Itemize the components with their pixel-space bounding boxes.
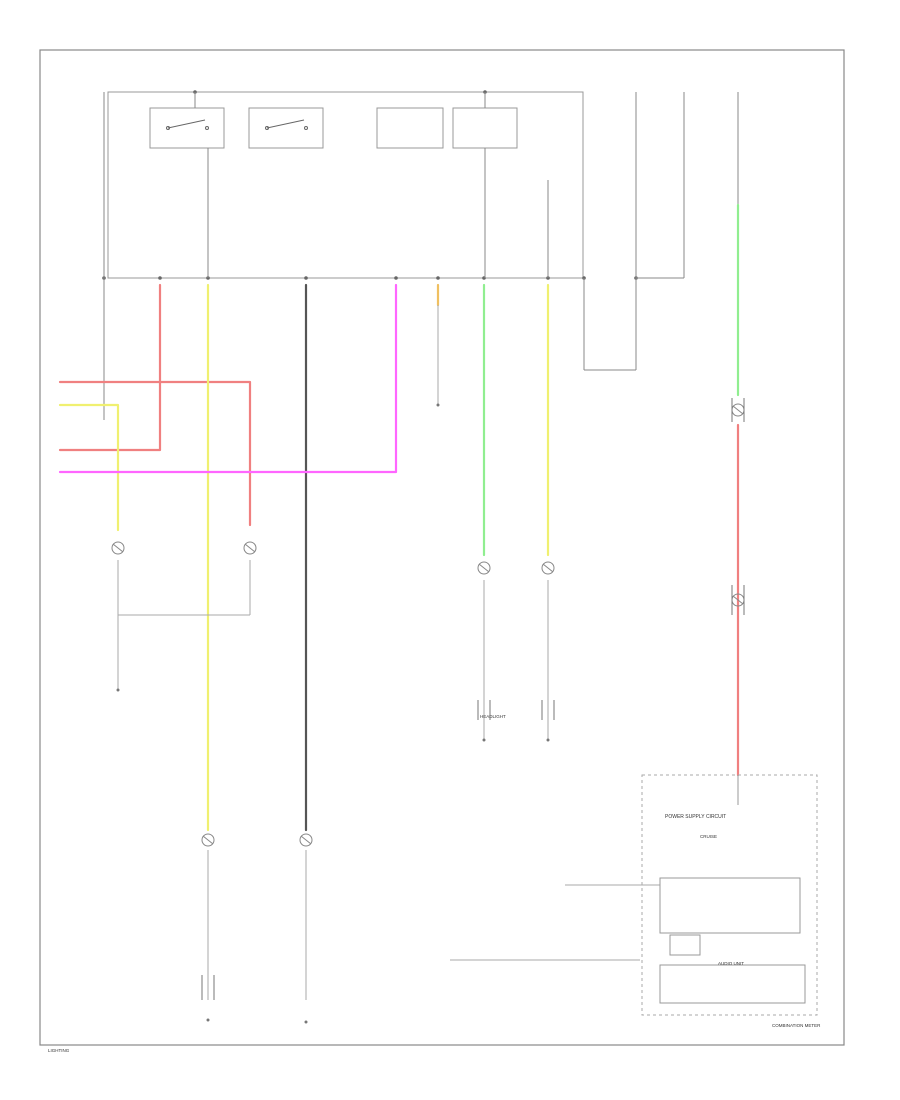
- connector-icon: [201, 975, 215, 1000]
- meter-internals: [659, 775, 806, 1004]
- footer-left-label: LIGHTING: [48, 1048, 70, 1053]
- relay-box: [376, 107, 444, 149]
- switch-icon: [166, 119, 209, 130]
- relay-box-2: [452, 107, 518, 149]
- junction-dot: [304, 276, 308, 280]
- ground-icon: [116, 688, 120, 692]
- power-supply-label: POWER SUPPLY CIRCUIT: [665, 814, 726, 820]
- junction-dot: [158, 276, 162, 280]
- ground-icon: [206, 1018, 210, 1022]
- ground-icon: [482, 738, 486, 742]
- headlight-label: HEADLIGHT: [480, 714, 506, 719]
- ground-icon: [546, 738, 550, 742]
- bulb-icon: [731, 403, 745, 417]
- harness-wires: [58, 203, 740, 832]
- connectors: [201, 398, 745, 1000]
- switch-box-1: [149, 107, 225, 149]
- bulb-icon: [541, 561, 555, 575]
- gray-wires: [103, 92, 739, 420]
- meter-block: [659, 964, 806, 1004]
- switch-box-2: [248, 107, 324, 149]
- diagram-frame: [39, 49, 845, 1046]
- combination-meter-box: [641, 774, 818, 1016]
- wire-magenta: [58, 283, 398, 474]
- audio-unit-label: AUDIO UNIT: [718, 961, 744, 966]
- connector-icon: [731, 398, 745, 422]
- cruise-label: CRUISE: [700, 834, 717, 839]
- switch-icon: [265, 119, 308, 130]
- meter-block: [659, 877, 801, 934]
- junction-dot: [436, 276, 440, 280]
- wire-red: [58, 380, 252, 527]
- connector-icon: [477, 700, 491, 720]
- thin-wires: [117, 305, 660, 1000]
- grounds: [116, 403, 550, 1024]
- junction-dot: [394, 276, 398, 280]
- connector-icon: [731, 585, 745, 615]
- bulb-icon: [477, 561, 491, 575]
- ground-icon: [304, 1020, 308, 1024]
- bulb-icon: [111, 541, 125, 555]
- meter-block: [669, 934, 701, 956]
- ground-icon: [436, 403, 440, 407]
- wire-yellow: [58, 403, 120, 532]
- top-module-box: [107, 91, 584, 279]
- bulb-icon: [243, 541, 257, 555]
- footer-right-label: COMBINATION METER: [772, 1023, 821, 1028]
- bulbs: [111, 403, 745, 847]
- top-pin-dots: [102, 90, 638, 280]
- bulb-icon: [201, 833, 215, 847]
- wire-red: [58, 283, 162, 452]
- bulb-icon: [299, 833, 313, 847]
- switch-group: [149, 107, 518, 149]
- connector-icon: [541, 700, 555, 720]
